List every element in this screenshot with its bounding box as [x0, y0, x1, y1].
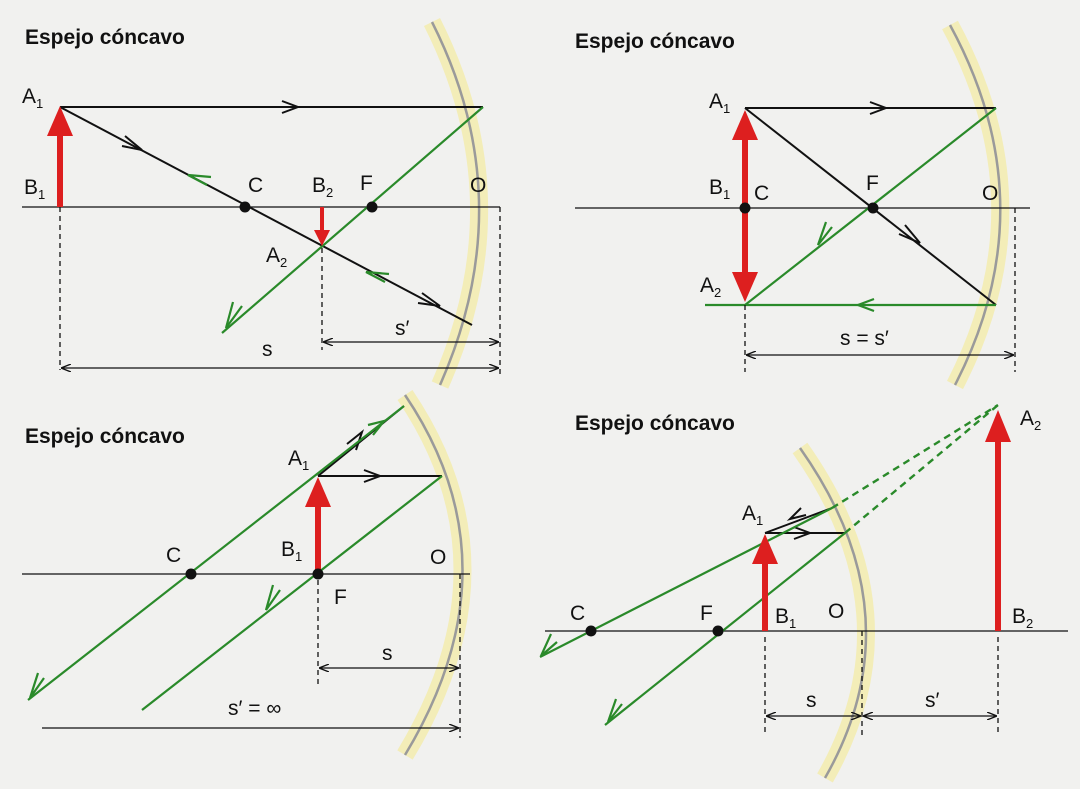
image-arrowhead [732, 272, 758, 302]
label-o: O [430, 546, 446, 569]
ray-arrowhead [346, 429, 365, 451]
reflected-ray-through-c [539, 507, 833, 658]
label-s-prime: s′ [395, 317, 410, 340]
center-point-c [739, 202, 751, 214]
image-arrowhead [314, 230, 330, 246]
label-f: F [866, 172, 879, 195]
ray-through-center [59, 106, 473, 326]
reflected-ray-through-f [604, 532, 846, 726]
label-a1: A1 [288, 447, 309, 473]
label-b2: B2 [312, 174, 333, 200]
panel-2: Espejo cóncavo A1 B1 C F O A2 s = s′ [575, 20, 1030, 390]
ray-arrowhead [606, 698, 623, 723]
ray-arrowhead [363, 469, 383, 483]
label-f: F [334, 586, 347, 609]
concave-mirror [798, 447, 868, 779]
ray-arrowhead [367, 419, 387, 436]
label-c: C [570, 602, 585, 625]
virtual-image-arrowhead [985, 410, 1011, 442]
label-s: s [806, 689, 817, 712]
label-c: C [754, 182, 769, 205]
panel-title: Espejo cóncavo [25, 26, 185, 49]
focus-point-f [312, 568, 324, 580]
label-f: F [360, 172, 373, 195]
label-c: C [166, 544, 181, 567]
label-o: O [470, 174, 486, 197]
label-b1: B1 [281, 538, 302, 564]
label-a2: A2 [266, 244, 287, 270]
object-arrowhead [305, 477, 331, 507]
reflected-ray-through-f [141, 475, 443, 711]
label-b1: B1 [24, 176, 45, 202]
ray-arrowhead [264, 584, 281, 611]
center-point-c [185, 568, 197, 580]
panel-title: Espejo cóncavo [575, 30, 735, 53]
panel-1: Espejo cóncavo A1 [22, 17, 501, 389]
label-a1: A1 [22, 85, 43, 111]
ray-arrowhead [281, 100, 301, 114]
label-f: F [700, 602, 713, 625]
ray-arrowhead [365, 270, 390, 283]
panel-title: Espejo cóncavo [575, 412, 735, 435]
label-a1: A1 [742, 502, 763, 528]
label-b2: B2 [1012, 605, 1033, 631]
reflected-ray-through-c [27, 405, 405, 701]
focus-point-f [867, 202, 879, 214]
concave-mirror [403, 394, 464, 756]
center-point-c [239, 201, 251, 213]
label-b1: B1 [775, 605, 796, 631]
label-s-prime: s′ [925, 689, 940, 712]
label-b1: B1 [709, 176, 730, 202]
virtual-ray-extension [831, 403, 999, 510]
concave-mirror [430, 21, 481, 386]
ray-arrowhead [417, 292, 441, 307]
reflected-ray-focus [221, 106, 484, 334]
ray-arrowhead [816, 221, 833, 246]
panel-4: Espejo cóncavo A2 A1 C F B [539, 403, 1068, 783]
panel-3: Espejo cóncavo A1 C B1 O F s s′ = ∞ [22, 389, 472, 760]
object-arrowhead [752, 534, 778, 564]
object-arrowhead [732, 110, 758, 140]
panel-title: Espejo cóncavo [25, 425, 185, 448]
label-o: O [982, 182, 998, 205]
label-s: s [382, 642, 393, 665]
ray-arrowhead [539, 633, 558, 657]
ray-arrowhead [854, 297, 875, 313]
ray-to-mirror [764, 507, 833, 534]
label-o: O [828, 600, 844, 623]
ray-arrowhead [187, 173, 212, 186]
ray-arrowhead [793, 526, 813, 540]
label-a1: A1 [709, 90, 730, 116]
label-c: C [248, 174, 263, 197]
label-s-prime-infinity: s′ = ∞ [228, 697, 281, 720]
ray-arrowhead [898, 224, 921, 244]
focus-point-f [712, 625, 724, 637]
center-point-c [585, 625, 597, 637]
label-a2: A2 [1020, 407, 1041, 433]
label-a2: A2 [700, 274, 721, 300]
ray-arrowhead [869, 101, 889, 115]
label-s-equals-s-prime: s = s′ [840, 327, 889, 350]
focus-point-f [366, 201, 378, 213]
concave-mirror [948, 24, 1002, 386]
virtual-ray-extension [844, 404, 999, 534]
label-s: s [262, 338, 273, 361]
ray-arrowhead [28, 672, 45, 699]
ray-arrowhead [224, 301, 243, 329]
object-arrowhead [47, 106, 73, 136]
ray-arrowhead [786, 507, 807, 521]
ray-arrowhead [121, 135, 143, 151]
